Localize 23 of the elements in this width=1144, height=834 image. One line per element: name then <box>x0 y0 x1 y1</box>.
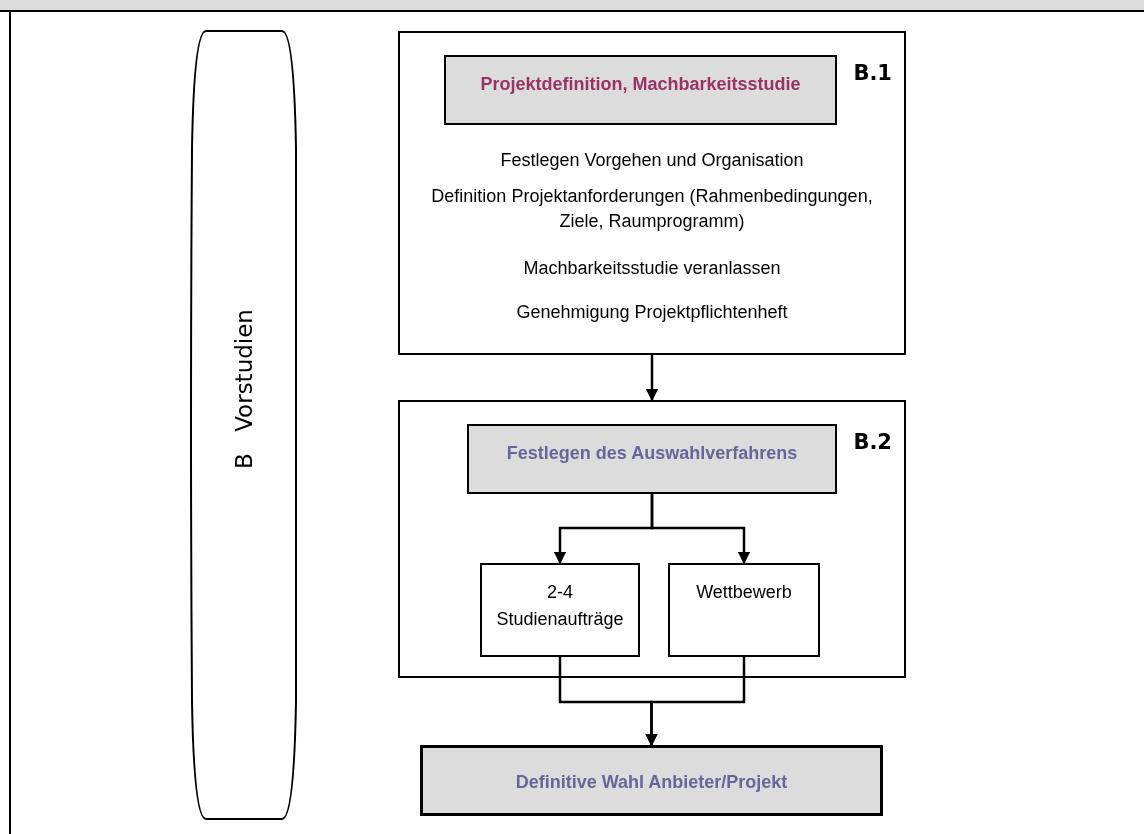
arrow <box>645 657 746 747</box>
phase-label: B Vorstudien <box>231 309 257 470</box>
result-box <box>420 745 883 816</box>
arrow <box>650 494 751 565</box>
phase-band <box>190 30 298 820</box>
box-text: Wettbewerb <box>695 581 793 604</box>
task-text: Festlegen Vorgehen und Organisation <box>499 149 805 172</box>
step-box <box>398 400 906 678</box>
box-text: Definitive Wahl Anbieter/Projekt <box>514 771 789 794</box>
box-text: 2-4 Studienaufträge <box>495 581 625 631</box>
step-title-box <box>467 424 837 494</box>
option-box <box>668 563 820 657</box>
task-text: Genehmigung Projektpflichtenheft <box>515 301 789 324</box>
step-title-box <box>444 55 837 125</box>
box-text: Projektdefinition, Machbarkeitsstudie <box>479 73 802 96</box>
task-text: Machbarkeitsstudie veranlassen <box>522 257 782 280</box>
box-text: Festlegen des Auswahlverfahrens <box>505 442 799 465</box>
task-text: Definition Projektanforderungen (Rahmenbedingungen, Ziele, Raumprogramm) <box>430 185 874 233</box>
step-number: B.2 <box>853 430 892 454</box>
step-number: B.1 <box>853 61 892 85</box>
step-box <box>398 31 906 355</box>
option-box <box>480 563 640 657</box>
arrow <box>645 355 659 402</box>
